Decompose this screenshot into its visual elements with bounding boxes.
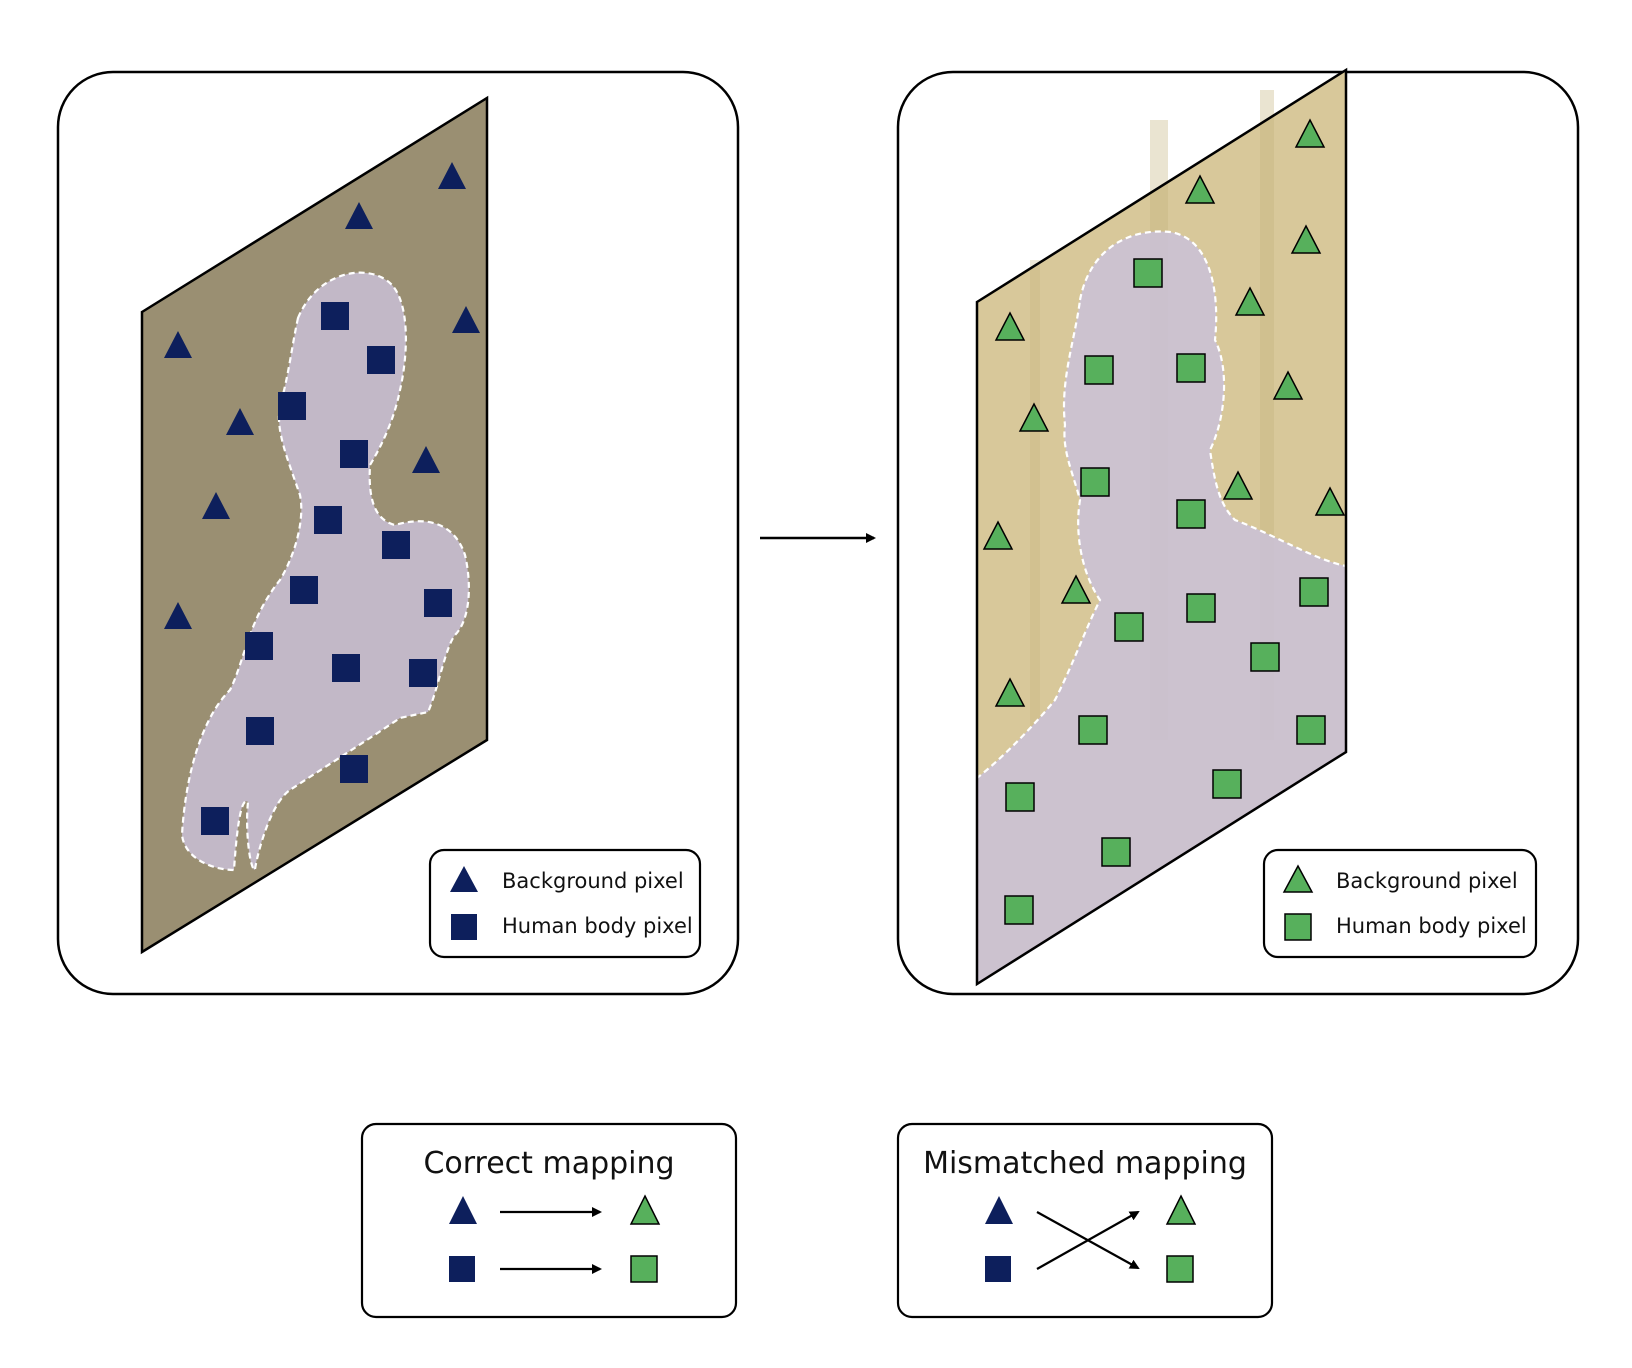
triangle-icon (994, 311, 1026, 341)
square-icon (1114, 612, 1144, 642)
left-legend-background-label: Background pixel (502, 869, 684, 893)
square-icon (1186, 593, 1216, 623)
triangle-icon (1184, 174, 1216, 204)
square-icon (1284, 913, 1312, 941)
triangle-icon (1282, 864, 1314, 893)
square-icon (409, 659, 437, 687)
square-icon (367, 346, 395, 374)
triangle-icon (449, 1196, 477, 1224)
source-body-pixels (201, 302, 452, 835)
square-icon (1078, 715, 1108, 745)
square-icon (424, 589, 452, 617)
square-icon (1005, 782, 1035, 812)
square-icon (290, 576, 318, 604)
target-body-pixels (1004, 258, 1329, 925)
triangle-icon (164, 331, 192, 358)
square-icon (278, 392, 306, 420)
square-icon (1250, 642, 1280, 672)
square-icon (1212, 769, 1242, 799)
square-icon (340, 440, 368, 468)
target-plane-outline (975, 67, 1348, 987)
square-icon (1101, 837, 1131, 867)
square-icon (321, 302, 349, 330)
square-icon (630, 1255, 658, 1283)
square-icon (201, 807, 229, 835)
triangle-icon (450, 866, 478, 892)
source-background-pixels (164, 162, 480, 629)
triangle-icon (1060, 574, 1092, 604)
right-legend-box (1262, 848, 1538, 959)
triangle-icon (226, 408, 254, 435)
triangle-icon (1234, 286, 1266, 316)
triangle-icon (1222, 470, 1254, 500)
triangle-icon (1018, 402, 1050, 432)
triangle-icon (164, 602, 192, 629)
left-legend-body-label: Human body pixel (502, 914, 693, 938)
right-panel: Background pixel Human body pixel (896, 67, 1580, 996)
triangle-icon (1314, 486, 1346, 516)
right-legend-background-label: Background pixel (1336, 869, 1518, 893)
cross-arrow-icon (1036, 1211, 1140, 1270)
right-legend-body-label: Human body pixel (1336, 914, 1527, 938)
square-icon (1004, 895, 1034, 925)
square-icon (246, 717, 274, 745)
triangle-icon (438, 162, 466, 189)
square-icon (1133, 258, 1163, 288)
square-icon (1166, 1255, 1194, 1283)
triangle-icon (629, 1194, 661, 1225)
triangle-icon (1272, 370, 1304, 400)
triangle-icon (982, 520, 1014, 550)
square-icon (382, 531, 410, 559)
mismatched-mapping-box: Mismatched mapping (896, 1122, 1274, 1319)
square-icon (245, 632, 273, 660)
left-legend: Background pixel Human body pixel (428, 848, 702, 959)
square-icon (1080, 467, 1110, 497)
square-icon (451, 914, 477, 940)
correct-mapping-box: Correct mapping (360, 1122, 738, 1319)
mismatched-mapping-title: Mismatched mapping (923, 1146, 1247, 1181)
square-icon (449, 1256, 475, 1282)
square-icon (1176, 499, 1206, 529)
right-legend: Background pixel Human body pixel (1262, 848, 1538, 959)
correct-mapping-title: Correct mapping (423, 1146, 674, 1181)
square-icon (1084, 355, 1114, 385)
square-icon (340, 755, 368, 783)
triangle-icon (1294, 118, 1326, 148)
triangle-icon (1165, 1194, 1197, 1225)
square-icon (332, 654, 360, 682)
square-icon (1296, 715, 1326, 745)
triangle-icon (345, 202, 373, 229)
triangle-icon (1290, 224, 1322, 254)
square-icon (1299, 577, 1329, 607)
triangle-icon (994, 677, 1026, 707)
square-icon (314, 506, 342, 534)
square-icon (985, 1256, 1011, 1282)
triangle-icon (452, 306, 480, 333)
triangle-icon (202, 492, 230, 519)
target-background-pixels (982, 118, 1346, 707)
square-icon (1176, 353, 1206, 383)
left-legend-box (428, 848, 702, 959)
triangle-icon (412, 446, 440, 473)
triangle-icon (985, 1196, 1013, 1224)
left-panel: Background pixel Human body pixel (56, 70, 740, 996)
